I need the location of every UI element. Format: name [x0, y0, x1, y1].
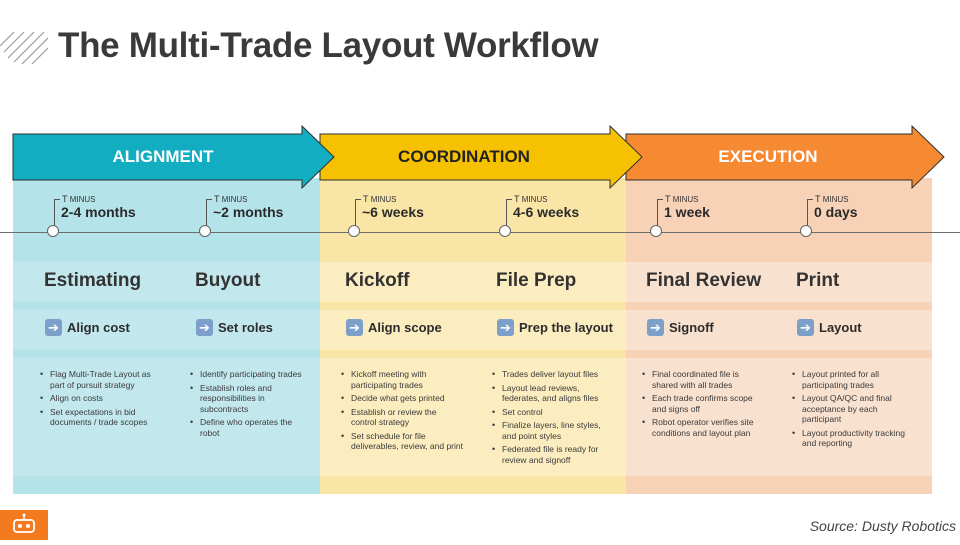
phase-label-coordination: COORDINATION	[398, 147, 530, 166]
list-item: Robot operator verifies site conditions …	[642, 417, 764, 438]
tminus-label: T MINUS	[62, 194, 96, 204]
timeline-dot	[348, 225, 360, 237]
phase-arrows	[12, 124, 945, 190]
bullet-list: Trades deliver layout files Layout lead …	[492, 369, 614, 468]
list-item: Flag Multi-Trade Layout as part of pursu…	[40, 369, 162, 390]
tminus-label: T MINUS	[815, 194, 849, 204]
time-label: ~2 months	[213, 204, 284, 220]
time-label: 2-4 months	[61, 204, 136, 220]
list-item: Decide what gets printed	[341, 393, 463, 404]
timeline-bracket	[807, 199, 813, 226]
list-item: Kickoff meeting with participating trade…	[341, 369, 463, 390]
time-label: 4-6 weeks	[513, 204, 580, 220]
list-item: Federated file is ready for review and s…	[492, 444, 614, 465]
action-set-roles: ➔Set roles	[196, 318, 273, 336]
phase-label-execution: EXECUTION	[718, 147, 818, 166]
action-layout: ➔Layout	[797, 318, 862, 336]
right-arrow-icon: ➔	[647, 318, 664, 336]
bullet-list: Flag Multi-Trade Layout as part of pursu…	[40, 369, 162, 431]
timeline-dot	[800, 225, 812, 237]
tminus-label: T MINUS	[514, 194, 548, 204]
list-item: Finalize layers, line styles, and point …	[492, 420, 614, 441]
right-arrow-icon: ➔	[497, 318, 514, 336]
list-item: Set control	[492, 407, 614, 418]
list-item: Establish roles and responsibilities in …	[190, 383, 312, 415]
timeline-bracket	[355, 199, 361, 226]
timeline-bracket	[657, 199, 663, 226]
time-label: 0 days	[814, 204, 858, 220]
list-item: Define who operates the robot	[190, 417, 312, 438]
stage-name-buyout: Buyout	[195, 270, 261, 291]
phase-label-alignment: ALIGNMENT	[112, 147, 214, 166]
robot-icon	[13, 513, 35, 533]
action-align-scope: ➔Align scope	[346, 318, 442, 336]
list-item: Each trade confirms scope and signs off	[642, 393, 764, 414]
phase-arrow-alignment	[12, 124, 335, 190]
list-item: Layout productivity tracking and reporti…	[792, 428, 914, 449]
action-signoff: ➔Signoff	[647, 318, 714, 336]
list-item: Layout printed for all participating tra…	[792, 369, 914, 390]
stage-name-kickoff: Kickoff	[345, 270, 410, 291]
list-item: Layout QA/QC and final acceptance by eac…	[792, 393, 914, 425]
timeline-dot	[47, 225, 59, 237]
bullet-list: Layout printed for all participating tra…	[792, 369, 914, 452]
phase-arrow-coordination	[319, 124, 643, 190]
list-item: Establish or review the control strategy	[341, 407, 463, 428]
action-align-cost: ➔Align cost	[45, 318, 130, 336]
list-item: Final coordinated file is shared with al…	[642, 369, 764, 390]
timeline-bracket	[506, 199, 512, 226]
source-credit: Source: Dusty Robotics	[809, 518, 956, 534]
list-item: Trades deliver layout files	[492, 369, 614, 380]
timeline-bracket	[54, 199, 60, 226]
list-item: Identify participating trades	[190, 369, 312, 380]
right-arrow-icon: ➔	[346, 318, 363, 336]
list-item: Layout lead reviews, federates, and alig…	[492, 383, 614, 404]
stage-name-estimating: Estimating	[44, 270, 142, 291]
bullet-list: Identify participating trades Establish …	[190, 369, 312, 441]
time-label: ~6 weeks	[362, 204, 424, 220]
stage-name-file-prep: File Prep	[496, 270, 577, 291]
stage-name-final-review: Final Review	[646, 270, 762, 291]
time-label: 1 week	[664, 204, 710, 220]
right-arrow-icon: ➔	[45, 318, 62, 336]
timeline-dot	[650, 225, 662, 237]
list-item: Set expectations in bid documents / trad…	[40, 407, 162, 428]
timeline-dot	[199, 225, 211, 237]
bullet-list: Kickoff meeting with participating trade…	[341, 369, 463, 455]
stage-name-print: Print	[796, 270, 840, 291]
timeline-bracket	[206, 199, 212, 226]
right-arrow-icon: ➔	[196, 318, 213, 336]
right-arrow-icon: ➔	[797, 318, 814, 336]
tminus-label: T MINUS	[214, 194, 248, 204]
robot-logo	[0, 510, 48, 540]
list-item: Align on costs	[40, 393, 162, 404]
list-item: Set schedule for file deliverables, revi…	[341, 431, 463, 452]
tminus-label: T MINUS	[665, 194, 699, 204]
tminus-label: T MINUS	[363, 194, 397, 204]
phase-arrow-execution	[625, 124, 945, 190]
page-title: The Multi-Trade Layout Workflow	[58, 26, 599, 65]
timeline-line	[0, 232, 960, 233]
title-hatch-mark	[0, 31, 48, 65]
timeline-dot	[499, 225, 511, 237]
bullet-list: Final coordinated file is shared with al…	[642, 369, 764, 441]
action-prep-the-layout: ➔Prep the layout	[497, 318, 613, 336]
